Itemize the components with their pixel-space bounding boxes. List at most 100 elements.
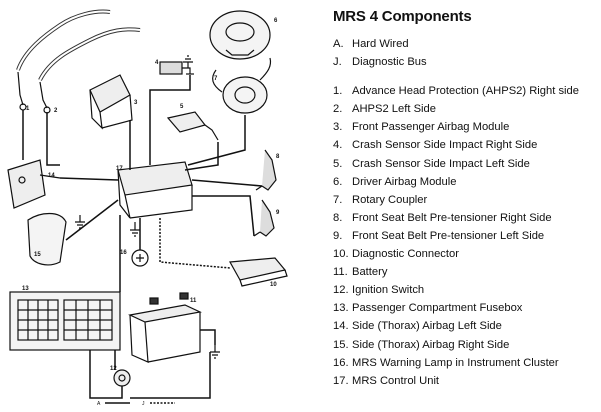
mrs-warning-lamp — [131, 249, 149, 267]
callout-5: 5 — [180, 104, 184, 110]
component-item-label: Front Seat Belt Pre-tensioner Right Side — [352, 211, 552, 224]
component-item-label: AHPS2 Left Side — [352, 103, 436, 116]
side-impact-sensor-left — [166, 111, 219, 141]
component-item: 10.Diagnostic Connector — [333, 245, 598, 263]
component-item-label: Driver Airbag Module — [352, 175, 457, 188]
component-item-key: 3. — [333, 121, 343, 134]
component-item-label: Ignition Switch — [352, 284, 425, 297]
diagnostic-bus-connection — [150, 218, 231, 404]
rotary-coupler — [212, 57, 272, 114]
component-item: 11. Battery — [333, 263, 598, 281]
callout-13: 13 — [22, 286, 29, 292]
hard-wired-connections — [22, 75, 263, 399]
mrs-wiring-diagram: 1 2 3 4 5 6 7 8 9 10 11 12 13 14 15 16 1… — [7, 9, 288, 407]
battery — [128, 292, 202, 363]
wiring-key-item-key: J. — [333, 56, 342, 69]
component-item-key: 8. — [333, 211, 343, 224]
ground-symbols — [75, 55, 220, 359]
component-item: 8. Front Seat Belt Pre-tensioner Right Si… — [333, 209, 598, 227]
key-label-diagnostic-bus: J — [142, 401, 145, 407]
callout-12: 12 — [110, 366, 117, 372]
callout-16: 16 — [120, 250, 127, 256]
component-item: 7.Rotary Coupler — [333, 191, 598, 209]
component-item: 14.Side (Thorax) Airbag Left Side — [333, 317, 598, 335]
callout-15: 15 — [34, 252, 41, 258]
callout-9: 9 — [276, 210, 280, 216]
side-impact-sensor-right — [159, 61, 194, 75]
component-item-key: 14. — [333, 320, 349, 333]
component-item-label: Side (Thorax) Airbag Right Side — [352, 338, 510, 351]
component-item-key: 10. — [333, 248, 349, 261]
component-item-label: MRS Warning Lamp in Instrument Cluster — [352, 356, 559, 369]
passenger-compartment-fusebox — [9, 291, 121, 351]
component-item-label: Diagnostic Connector — [352, 248, 459, 261]
component-item-key: 7. — [333, 193, 343, 206]
component-item: 9. Front Seat Belt Pre-tensioner Left Sid… — [333, 227, 598, 245]
component-item: 17.MRS Control Unit — [333, 372, 598, 390]
component-item: 6. Driver Airbag Module — [333, 173, 598, 191]
diagnostic-connector — [229, 257, 288, 287]
wiring-key-item: J. Diagnostic Bus — [333, 53, 598, 71]
component-item-label: Side (Thorax) Airbag Left Side — [352, 320, 502, 333]
component-item-key: 15. — [333, 338, 349, 351]
component-list: 1. Advance Head Protection (AHPS2) Right … — [333, 82, 598, 390]
callout-2: 2 — [54, 108, 58, 114]
component-item: 3. Front Passenger Airbag Module — [333, 118, 598, 136]
callout-10: 10 — [270, 282, 277, 288]
seat-belt-pretensioner-right — [255, 149, 277, 191]
component-item: 2. AHPS2 Left Side — [333, 100, 598, 118]
component-item-key: 1. — [333, 85, 343, 98]
callout-6: 6 — [274, 18, 278, 24]
mrs-control-unit — [117, 161, 193, 219]
ahps-right-airbag — [16, 9, 111, 111]
callout-11: 11 — [190, 298, 197, 304]
wiring-key-item-label: Hard Wired — [352, 38, 409, 50]
callout-4: 4 — [155, 60, 159, 66]
component-item-label: Battery — [352, 266, 388, 279]
seat-belt-pretensioner-left — [253, 199, 275, 237]
component-item-key: 9. — [333, 229, 343, 242]
ahps-left-airbag — [38, 27, 141, 114]
component-item-key: 12. — [333, 284, 349, 297]
callout-7: 7 — [214, 76, 218, 82]
callout-8: 8 — [276, 154, 280, 160]
key-label-hard-wired: A — [97, 401, 101, 407]
component-item-key: 13. — [333, 302, 349, 315]
component-item-key: 17. — [333, 374, 349, 387]
component-item-label: Advance Head Protection (AHPS2) Right si… — [352, 85, 579, 98]
component-item-label: Crash Sensor Side Impact Left Side — [352, 157, 530, 170]
component-item: 13.Passenger Compartment Fusebox — [333, 299, 598, 317]
wiring-key-item: A. Hard Wired — [333, 35, 598, 53]
component-item-label: Front Seat Belt Pre-tensioner Left Side — [352, 229, 545, 242]
component-item-label: Passenger Compartment Fusebox — [352, 302, 523, 315]
callout-1: 1 — [26, 106, 30, 112]
component-item-label: MRS Control Unit — [352, 374, 440, 387]
component-item: 15.Side (Thorax) Airbag Right Side — [333, 336, 598, 354]
ignition-switch — [113, 369, 131, 387]
component-item: 1. Advance Head Protection (AHPS2) Right … — [333, 82, 598, 100]
callout-14: 14 — [48, 173, 55, 179]
callout-3: 3 — [134, 100, 138, 106]
side-thorax-airbag-left — [7, 159, 61, 209]
wiring-key-item-label: Diagnostic Bus — [352, 56, 427, 69]
component-item-label: Front Passenger Airbag Module — [352, 121, 510, 134]
component-item-key: 4. — [333, 139, 343, 152]
component-item-key: 5. — [333, 157, 343, 170]
component-item: 4. Crash Sensor Side Impact Right Side — [333, 136, 598, 154]
component-item-key: 16. — [333, 356, 349, 369]
wiring-key-item-key: A. — [333, 38, 344, 50]
legend-title: MRS 4 Components — [333, 8, 472, 25]
component-item: 12.Ignition Switch — [333, 281, 598, 299]
component-item-key: 6. — [333, 175, 343, 188]
passenger-airbag-module — [89, 74, 133, 130]
component-item: 5. Crash Sensor Side Impact Left Side — [333, 155, 598, 173]
component-item-label: Crash Sensor Side Impact Right Side — [352, 139, 538, 152]
component-item: 16.MRS Warning Lamp in Instrument Cluste… — [333, 354, 598, 372]
side-thorax-airbag-right — [27, 212, 67, 266]
callout-17: 17 — [116, 166, 123, 172]
component-item-key: 11. — [333, 266, 348, 279]
component-item-key: 2. — [333, 103, 343, 116]
driver-airbag-module — [209, 10, 271, 60]
